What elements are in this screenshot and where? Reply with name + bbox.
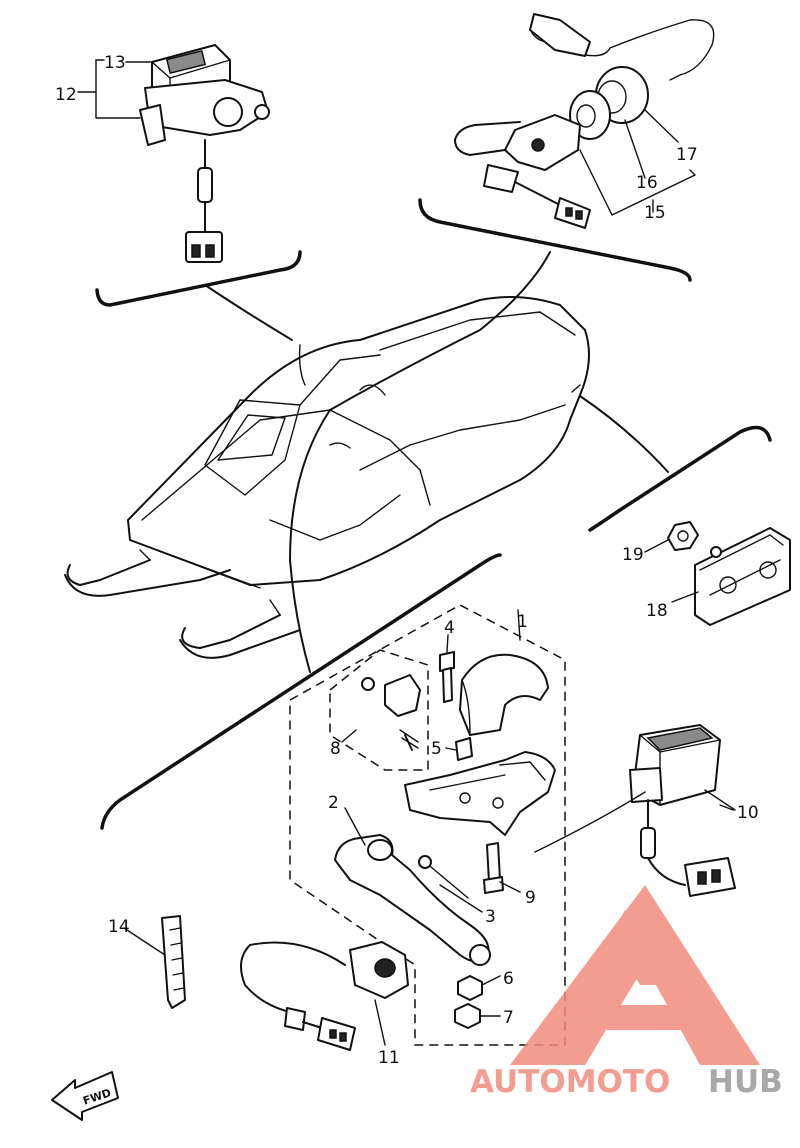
lead-wires [204, 251, 669, 673]
strap-14 [161, 915, 186, 1009]
callout-14: 14 [108, 917, 130, 937]
relay-assembly [77, 44, 270, 263]
callout-18: 18 [646, 601, 668, 621]
callout-7: 7 [503, 1008, 514, 1028]
callout-11: 11 [378, 1048, 400, 1068]
watermark-triangle-inner [560, 910, 690, 1030]
callout-19: 19 [622, 545, 644, 565]
callout-6: 6 [503, 969, 514, 989]
watermark-logo: AUTOMOTO HUB [470, 885, 783, 1100]
forward-arrow: FWD [51, 1071, 119, 1121]
separator-lines [95, 198, 772, 830]
callout-3: 3 [485, 907, 496, 927]
callout-2: 2 [328, 793, 339, 813]
tail-light-assembly [644, 521, 791, 626]
lever-assembly [289, 604, 566, 1046]
watermark-text-part2: HUB [708, 1064, 783, 1100]
callout-9: 9 [525, 888, 536, 908]
callout-15: 15 [644, 203, 666, 223]
skis [64, 549, 301, 659]
snowmobile-body [127, 295, 590, 589]
callout-13: 13 [104, 53, 126, 73]
main-switch-assembly [454, 13, 715, 229]
callout-leaders [123, 609, 734, 1046]
callout-10: 10 [737, 803, 759, 823]
callout-4: 4 [444, 618, 455, 638]
callout-labels: 1 2 3 4 5 6 7 8 9 10 11 12 13 14 15 16 1… [55, 53, 759, 1068]
callout-1: 1 [517, 612, 528, 632]
watermark-text-part1: AUTOMOTO [470, 1064, 670, 1100]
throttle-switch-assembly [240, 941, 409, 1051]
switch-10-assembly [534, 724, 736, 897]
callout-16: 16 [636, 173, 658, 193]
callout-5: 5 [431, 739, 442, 759]
callout-17: 17 [676, 145, 698, 165]
callout-8: 8 [330, 739, 341, 759]
callout-12: 12 [55, 85, 77, 105]
